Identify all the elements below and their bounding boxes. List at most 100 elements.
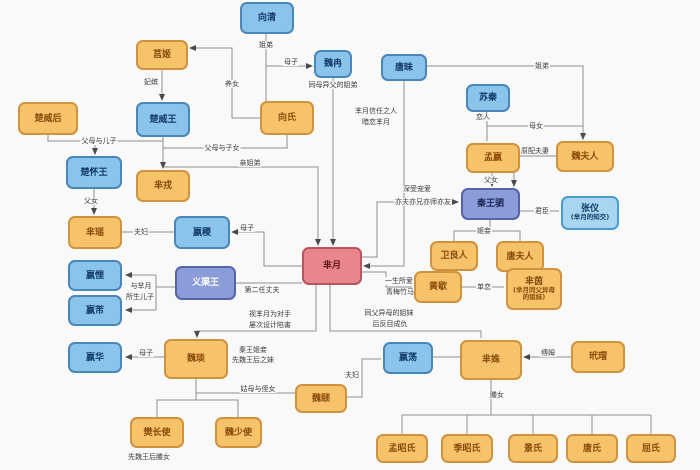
edge-label-weiyan-weiyi: 姑母与侄女 xyxy=(239,385,277,393)
edge-label-weiyan-yinghua: 母子 xyxy=(138,349,154,357)
edge-label-suqin-mengying: 恋人 xyxy=(475,113,491,121)
edge-label-miyue-huangxie-1: 青梅竹马 xyxy=(385,288,415,296)
node-mirong: 芈戎 xyxy=(136,170,190,202)
edge-label-miyue-yingji: 母子 xyxy=(239,224,255,232)
node-daimao: 玳瑁 xyxy=(571,341,625,373)
edge-label-weifuren-mengying: 母女 xyxy=(528,122,544,130)
edge-weifuren-qinwangsi xyxy=(511,155,556,187)
edge-label-miyue-mishu-1: 后反目成仇 xyxy=(371,320,409,328)
edge-miyue-yingji xyxy=(231,229,302,267)
node-label-xiangqing: 向清 xyxy=(257,13,276,23)
node-label-zhangyi: 张仪 xyxy=(580,204,599,215)
node-weiyi: 魏颐 xyxy=(295,384,347,413)
edge-label-yiquwang-miyue: 第二任丈夫 xyxy=(243,286,281,294)
edge-tangmei-weifuren xyxy=(427,65,584,126)
node-juji: 莒姬 xyxy=(136,40,188,70)
edge-label-qinwangsi-concubines: 姬妾 xyxy=(476,227,492,235)
node-label-yingdang: 嬴荡 xyxy=(398,353,417,363)
edge-label-mishu-stem: 媵女 xyxy=(489,391,505,399)
node-label-yiquwang: 义渠王 xyxy=(191,278,219,288)
node-yingji: 嬴稷 xyxy=(174,216,230,249)
node-tangmei: 唐昧 xyxy=(381,54,427,81)
edge-label-chuweiwang-rail2: 父母与子女 xyxy=(203,144,241,152)
node-mishu: 芈姝 xyxy=(460,340,522,380)
node-yingkui: 嬴悝 xyxy=(68,260,122,291)
node-label-yingkui: 嬴悝 xyxy=(85,270,104,281)
node-qushi: 屈氏 xyxy=(626,434,676,463)
edge-label-mengying-qinwangsi: 父女 xyxy=(483,176,499,184)
node-jizhaoshi: 季昭氏 xyxy=(441,434,493,463)
edge-label-juji-chuweiwang: 妃嫔 xyxy=(143,78,159,86)
node-label-jingshi: 景氏 xyxy=(523,443,542,454)
edge-weiyan-maids-rail xyxy=(156,399,239,417)
node-yinghua: 嬴华 xyxy=(68,342,122,373)
node-label-qushi: 屈氏 xyxy=(641,443,660,454)
node-fanzhangshi: 樊长使 xyxy=(130,417,184,448)
edge-label-mirong-miyue: 亲姐弟 xyxy=(238,159,262,167)
node-label-weiyi: 魏颐 xyxy=(311,393,330,404)
node-zhangyi: 张仪(芈月的知交) xyxy=(561,196,619,230)
node-chuweiwang: 楚威王 xyxy=(136,102,190,137)
edge-label-xiangshi-weiran: 母子 xyxy=(283,58,299,66)
edge-label-miyue-weiyan-1: 屡次设计陷害 xyxy=(248,321,292,329)
edge-tangmei-miyue xyxy=(363,81,405,269)
edge-label-daimao-mishu: 傅姆 xyxy=(540,349,556,357)
edge-label-xiangqing-xiangshi: 姐弟 xyxy=(258,41,274,49)
node-weiliangren: 卫良人 xyxy=(430,241,478,271)
node-label-chuweihou: 楚威后 xyxy=(34,113,62,124)
node-label-weishaoshi: 魏少使 xyxy=(224,427,252,438)
node-chuhuaiwang: 楚怀王 xyxy=(66,156,122,189)
edge-label-chuhuaiwang-miyao: 父女 xyxy=(83,197,99,205)
edge-label-qinwangsi-zhangyi: 君臣 xyxy=(534,207,550,215)
edge-label-tangmei-miyue-1: 暗恋芈月 xyxy=(361,118,391,126)
node-chuweihou: 楚威后 xyxy=(18,102,78,135)
edge-weiyi-yingdang xyxy=(347,358,381,398)
node-label-weiyan: 魏琰 xyxy=(186,354,205,364)
node-tangshi: 唐氏 xyxy=(566,434,618,463)
node-label-tangmei: 唐昧 xyxy=(394,62,413,73)
node-label-huangxie: 黄歇 xyxy=(428,282,447,292)
node-label-tangshi: 唐氏 xyxy=(582,443,601,454)
node-label-daimao: 玳瑁 xyxy=(588,352,607,362)
node-weishaoshi: 魏少使 xyxy=(215,417,262,448)
edge-label-weifuren-qinwangsi: 原配夫妻 xyxy=(520,147,550,155)
node-huangxie: 黄歇 xyxy=(414,271,462,303)
edge-label-huangxie-miyin: 单恋 xyxy=(476,283,492,291)
edge-label-miyue-mishu-0: 同父异母的姐妹 xyxy=(363,309,415,317)
node-miyao: 芈瑶 xyxy=(68,216,122,249)
node-label-mishu: 芈姝 xyxy=(481,355,500,365)
node-mengzhaoshi: 孟昭氏 xyxy=(376,434,428,463)
node-label-jizhaoshi: 季昭氏 xyxy=(453,443,481,454)
node-label-miyin: 芈茵 xyxy=(524,276,543,287)
node-label-xiangshi: 向氏 xyxy=(277,113,296,123)
node-label-miyue: 芈月 xyxy=(322,261,341,271)
annotation-0: 秦王姬妾 xyxy=(239,346,267,354)
node-label-chuweiwang: 楚威王 xyxy=(149,114,177,125)
node-label-yingfu: 嬴芾 xyxy=(85,305,104,316)
node-miyue: 芈月 xyxy=(302,247,362,285)
annotation-2: 先魏王后媵女 xyxy=(128,453,170,461)
node-label-mirong: 芈戎 xyxy=(153,181,172,191)
node-sublabel-miyin-0: (芈月同父异母 xyxy=(513,285,555,294)
edge-label-weiyi-yingdang: 夫妇 xyxy=(344,371,360,379)
edge-label-miyue-huangxie-0: 一生所爱 xyxy=(384,277,414,285)
node-suqin: 苏秦 xyxy=(466,84,510,112)
node-weiyan: 魏琰 xyxy=(164,339,228,379)
node-yiquwang: 义渠王 xyxy=(175,266,236,300)
edge-label-tangmei-weifuren: 姐弟 xyxy=(534,62,550,70)
node-label-yinghua: 嬴华 xyxy=(85,352,104,363)
edge-label-yingji-miyao: 夫妇 xyxy=(133,228,149,236)
node-label-fanzhangshi: 樊长使 xyxy=(143,427,171,438)
edge-mirong-miyue xyxy=(164,166,321,246)
node-yingdang: 嬴荡 xyxy=(383,342,433,374)
node-label-chuhuaiwang: 楚怀王 xyxy=(80,167,108,178)
edge-label-xiangshi-juji: 养女 xyxy=(224,80,240,88)
node-sublabel-miyin-1: 的姐妹) xyxy=(522,293,546,301)
node-label-weifuren: 魏夫人 xyxy=(571,151,599,162)
node-sublabel-zhangyi-0: (芈月的知交) xyxy=(570,213,610,222)
edge-label-weiran-miyue: 同母异父的姐弟 xyxy=(307,81,359,89)
node-miyin: 芈茵(芈月同父异母的姐妹) xyxy=(506,268,562,310)
edge-label-yiquwang-sons-rail-0: 与芈月 xyxy=(129,282,153,290)
